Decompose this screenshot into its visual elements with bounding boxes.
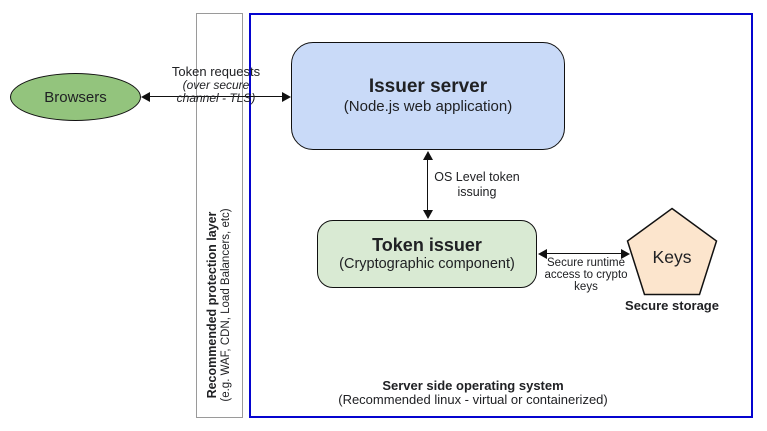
os-token-line1: OS Level token bbox=[434, 170, 520, 184]
token-issuer-node: Token issuer (Cryptographic component) bbox=[317, 220, 537, 288]
protection-layer-label: Recommended protection layer (e.g. WAF, … bbox=[205, 208, 232, 402]
arrowhead-right-icon bbox=[282, 91, 291, 102]
secure-runtime-label: Secure runtime access to crypto keys bbox=[533, 257, 639, 293]
token-issuer-subtitle: (Cryptographic component) bbox=[339, 255, 515, 272]
arrowhead-left-icon bbox=[141, 91, 150, 102]
arrow-shaft bbox=[545, 252, 623, 255]
arrowhead-down-icon bbox=[422, 210, 433, 219]
issuer-server-subtitle: (Node.js web application) bbox=[343, 97, 513, 115]
arrow-shaft bbox=[426, 158, 429, 212]
protection-layer-title: Recommended protection layer bbox=[205, 211, 220, 399]
pentagon-icon bbox=[626, 207, 718, 296]
token-requests-label: Token requests (over secure channel - TL… bbox=[147, 64, 285, 104]
protection-layer-subtitle: (e.g. WAF, CDN, Load Balancers, etc) bbox=[219, 208, 232, 402]
arrowhead-right-icon bbox=[621, 248, 630, 259]
os-token-issuing-label: OS Level token issuing bbox=[419, 170, 535, 200]
issuer-server-title: Issuer server bbox=[368, 75, 488, 97]
protection-layer-band bbox=[196, 13, 243, 418]
arrow-issuer-token bbox=[422, 151, 433, 219]
os-footer-subtitle: (Recommended linux - virtual or containe… bbox=[338, 391, 608, 407]
arrow-shaft bbox=[148, 95, 284, 98]
os-footer-title: Server side operating system bbox=[382, 378, 564, 393]
issuer-server-node: Issuer server (Node.js web application) bbox=[291, 42, 565, 150]
keys-node: Keys bbox=[626, 207, 718, 296]
browsers-node: Browsers bbox=[10, 73, 141, 121]
os-token-line2: issuing bbox=[457, 185, 497, 199]
token-requests-line3: channel - TLS) bbox=[176, 90, 256, 105]
browsers-label: Browsers bbox=[44, 88, 107, 106]
secure-runtime-line3: keys bbox=[574, 280, 598, 293]
os-footer-label: Server side operating system (Recommende… bbox=[323, 379, 623, 406]
token-requests-line1: Token requests bbox=[171, 64, 261, 79]
arrow-token-keys bbox=[538, 248, 630, 259]
token-requests-line2: (over secure bbox=[182, 78, 250, 92]
os-boundary-rect bbox=[249, 13, 753, 418]
keys-label: Keys bbox=[652, 247, 692, 267]
arrowhead-up-icon bbox=[422, 151, 433, 160]
secure-storage-label: Secure storage bbox=[625, 298, 719, 313]
secure-runtime-line2: access to crypto bbox=[544, 268, 628, 281]
arrow-browsers-issuer bbox=[141, 91, 291, 102]
token-issuer-title: Token issuer bbox=[372, 234, 482, 255]
secure-runtime-line1: Secure runtime bbox=[547, 257, 625, 269]
arrowhead-left-icon bbox=[538, 248, 547, 259]
